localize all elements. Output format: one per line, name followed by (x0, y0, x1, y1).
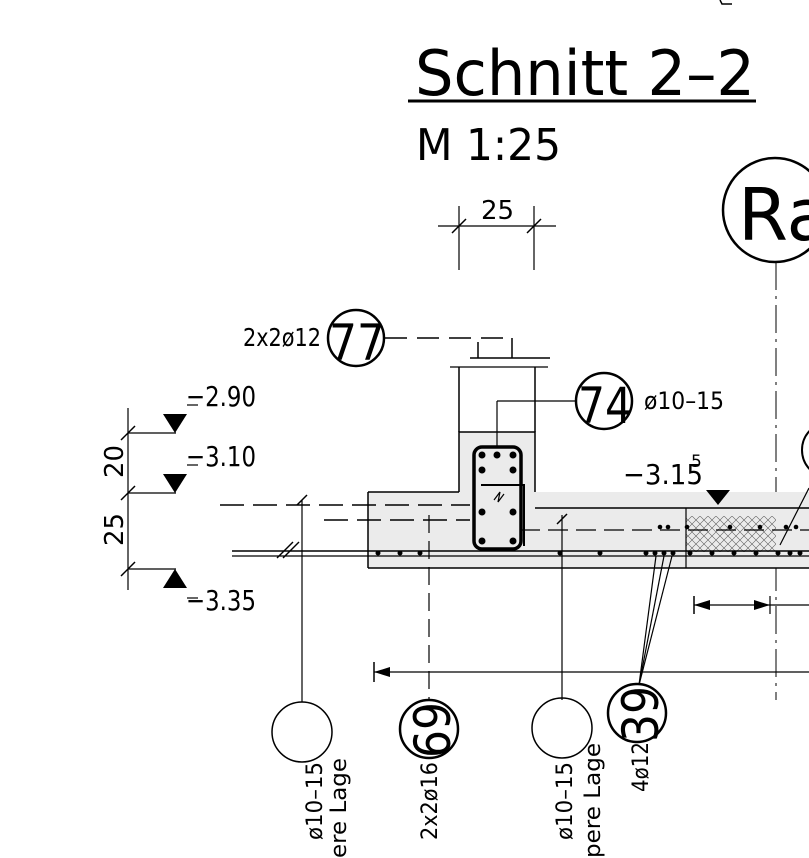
corner-fragment (719, 0, 732, 5)
left-levels: −2.90 −3.10 −3.35 20 25 (100, 380, 256, 617)
level-slab-top: −3.15 5 (623, 452, 730, 505)
rebar-dots-lower (375, 550, 803, 556)
empty-left-line1: ø10–15 (303, 762, 328, 840)
empty-left-line2: ere Lage (327, 758, 352, 858)
callout-39: 39 4ø12 (606, 682, 670, 792)
slab (220, 491, 809, 569)
lower-dimensions (373, 596, 809, 682)
callout-39-text: 4ø12 (629, 742, 654, 792)
level-l4: −3.15 (623, 458, 703, 491)
callout-74: 74 ø10–15 (496, 371, 724, 447)
callout-empty-left: ø10–15 ere Lage (271, 701, 352, 858)
callout-39-number: 39 (612, 686, 670, 742)
empty-right-line1: ø10–15 (553, 762, 578, 840)
axis-marker: Ra (721, 156, 809, 700)
axis-label: Ra (738, 173, 809, 257)
dimension-top-value: 25 (481, 196, 514, 226)
leader-lines (296, 487, 809, 702)
level-l2: −3.10 (186, 440, 256, 473)
edge-circle (801, 430, 809, 470)
callout-74-text: ø10–15 (644, 387, 724, 415)
dimension-top: 25 (438, 196, 556, 270)
level-l3: −3.35 (186, 584, 256, 617)
title-block: Schnitt 2–2 M 1:25 (408, 37, 756, 171)
empty-right-line2: pere Lage (581, 743, 606, 858)
callout-77-number: 77 (329, 314, 385, 372)
vertical-dim-d2: 25 (100, 513, 130, 546)
scale-label: M 1:25 (416, 120, 561, 171)
wall-stem (450, 366, 548, 509)
vertical-dim-d1: 20 (100, 445, 130, 478)
level-l4-sup: 5 (691, 452, 702, 472)
level-l1: −2.90 (186, 380, 256, 413)
callout-69: 69 2x2ø16 (398, 698, 462, 840)
hatched-zone (686, 516, 776, 552)
callout-74-number: 74 (578, 377, 632, 435)
callout-69-number: 69 (404, 702, 462, 758)
callout-empty-right: ø10–15 pere Lage (531, 697, 606, 858)
axis-circle (721, 156, 809, 264)
rebar-dots-upper (657, 524, 799, 530)
callout-77: 2x2ø12 77 (243, 308, 550, 372)
section-title: Schnitt 2–2 (415, 37, 755, 110)
callout-77-text: 2x2ø12 (243, 323, 321, 352)
callout-69-text: 2x2ø16 (418, 762, 443, 840)
